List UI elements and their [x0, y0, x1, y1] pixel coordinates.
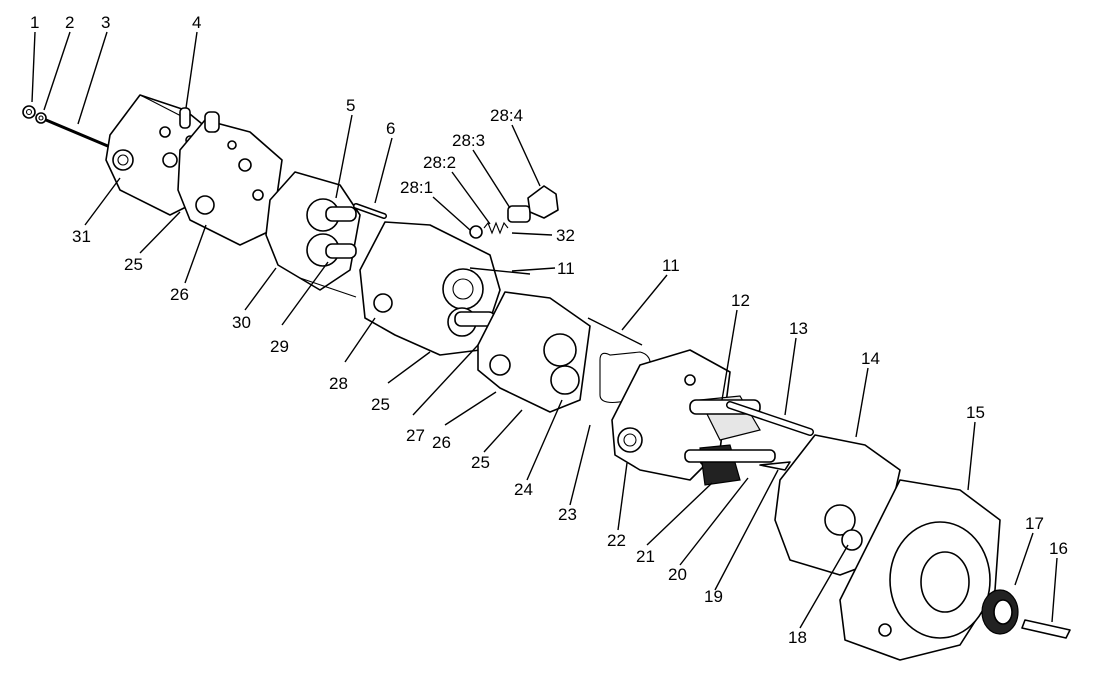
label-23: 23: [558, 505, 577, 524]
label-22: 22: [607, 531, 626, 550]
parts-drawing: [22, 94, 1071, 661]
label-26-a: 26: [170, 285, 189, 304]
label-18: 18: [788, 628, 807, 647]
label-17: 17: [1025, 514, 1044, 533]
part-washer: [35, 112, 47, 124]
label-3: 3: [101, 13, 110, 32]
label-28-2: 28:2: [423, 153, 456, 172]
part-section-plate-1: [177, 111, 283, 246]
label-16: 16: [1049, 539, 1068, 558]
label-14: 14: [861, 349, 880, 368]
label-4: 4: [192, 13, 201, 32]
part-valve-plunger: [507, 205, 531, 223]
label-1: 1: [30, 13, 39, 32]
label-12: 12: [731, 291, 750, 310]
label-5: 5: [346, 96, 355, 115]
part-shaft-key: [1021, 619, 1071, 639]
label-25-b: 25: [371, 395, 390, 414]
label-25-a: 25: [124, 255, 143, 274]
label-2: 2: [65, 13, 74, 32]
part-valve-ball: [469, 225, 483, 239]
label-30: 30: [232, 313, 251, 332]
label-13: 13: [789, 319, 808, 338]
label-28-1: 28:1: [400, 178, 433, 197]
part-nut: [22, 105, 36, 119]
label-11-lower: 11: [662, 256, 680, 275]
callout-labels: 1 2 3 4 5 6 28:4 28:3 28:2 28:1 32 11 11…: [30, 13, 1068, 647]
label-11-upper: 11: [557, 259, 575, 278]
label-6: 6: [386, 119, 395, 138]
label-19: 19: [704, 587, 723, 606]
label-26-b: 26: [432, 433, 451, 452]
leader-lines: [31, 31, 1058, 629]
label-25-c: 25: [471, 453, 490, 472]
label-32: 32: [556, 226, 575, 245]
label-28-4: 28:4: [490, 106, 523, 125]
part-gear-housing-1: [265, 171, 361, 298]
label-28-3: 28:3: [452, 131, 485, 150]
label-15: 15: [966, 403, 985, 422]
label-20: 20: [668, 565, 687, 584]
label-21: 21: [636, 547, 655, 566]
part-section-plate-2: [477, 291, 591, 413]
part-mounting-flange: [839, 479, 1001, 661]
part-shaft-seal: [981, 589, 1019, 635]
part-valve-spring: [483, 221, 509, 235]
label-28: 28: [329, 374, 348, 393]
label-24: 24: [514, 480, 533, 499]
label-29: 29: [270, 337, 289, 356]
part-valve-cap: [527, 185, 559, 219]
label-31: 31: [72, 227, 91, 246]
part-center-housing: [359, 221, 501, 356]
part-seal: [599, 351, 651, 404]
part-dowel-pin: [353, 203, 387, 219]
label-27: 27: [406, 426, 425, 445]
